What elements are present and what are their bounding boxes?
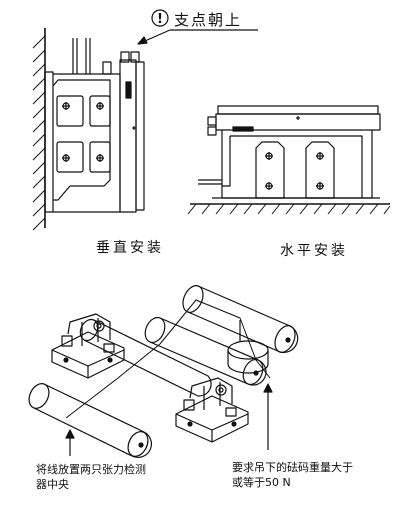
support-up-label: 支点朝上 <box>174 11 243 29</box>
bolt-marks <box>265 152 324 190</box>
wire-line <box>65 299 271 419</box>
weight-requirement-note: 要求吊下的砝码重量大于或等于50 N <box>232 461 353 489</box>
tension-sensor-lower <box>175 377 249 443</box>
warning-symbol: ! <box>157 12 163 27</box>
bolt-marks <box>62 102 104 162</box>
callout-arrow <box>137 36 148 45</box>
roller-middle <box>144 316 267 386</box>
vertical-install-figure <box>32 28 145 231</box>
note-weight-arrow <box>263 383 273 393</box>
note-wire-arrow <box>65 429 75 439</box>
horizontal-install-figure <box>187 105 391 215</box>
roller-lower-left <box>28 383 153 459</box>
support-up-callout: ! <box>137 9 258 45</box>
horizontal-install-label: 水平安装 <box>280 243 348 259</box>
ground-hatching <box>187 203 391 215</box>
warning-icon <box>151 9 169 27</box>
roller-sensor-link <box>79 318 212 397</box>
wire-placement-note: 将线放置两只张力检测器中央 <box>36 463 146 491</box>
wall-hatching <box>32 35 46 231</box>
tension-sensor-upper <box>51 313 125 379</box>
roller-top-right <box>182 285 299 354</box>
hanging-weight <box>227 320 269 374</box>
vertical-install-label: 垂直安装 <box>96 240 164 256</box>
tension-test-assembly <box>28 285 299 459</box>
